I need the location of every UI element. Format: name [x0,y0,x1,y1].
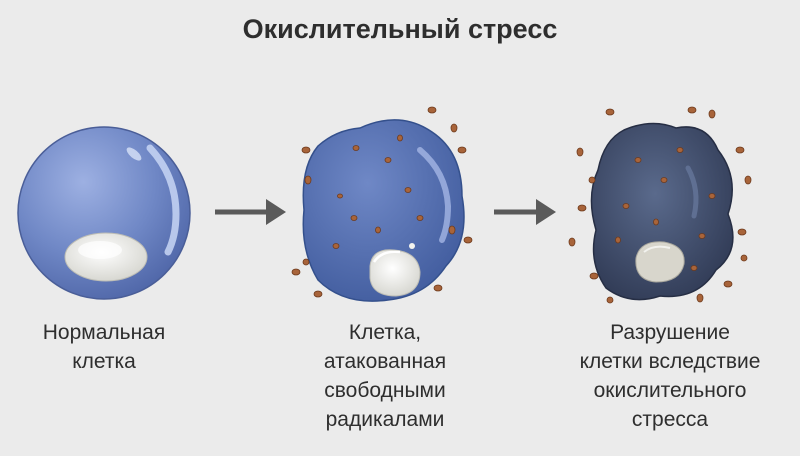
arrow-icon [494,199,556,225]
caption-line: клетки вследствие [579,350,761,373]
caption-normal: Нормальная клетка [14,318,194,376]
caption-line: свободными [324,379,446,402]
caption-line: клетка [72,350,136,373]
normal-cell [17,126,191,300]
nucleus-icon [635,241,685,283]
caption-line: Нормальная [42,321,166,344]
arrow-icon [215,199,286,225]
free-radicals [291,106,473,298]
free-radicals [568,106,752,304]
caption-line: окислительного [593,379,747,402]
attacked-cell [291,106,473,302]
nucleus-icon [64,232,148,282]
caption-line: Разрушение [610,321,730,344]
caption-attacked: Клетка, атакованная свободными радикалам… [290,318,480,434]
destroyed-cell [568,106,752,304]
caption-line: стресса [631,408,709,431]
caption-line: атакованная [323,350,447,373]
diagram-title: Окислительный стресс [242,14,558,44]
nucleus-icon [369,243,421,297]
caption-line: радикалами [325,408,445,431]
caption-destroyed: Разрушение клетки вследствие окислительн… [550,318,790,434]
caption-line: Клетка, [348,321,422,344]
